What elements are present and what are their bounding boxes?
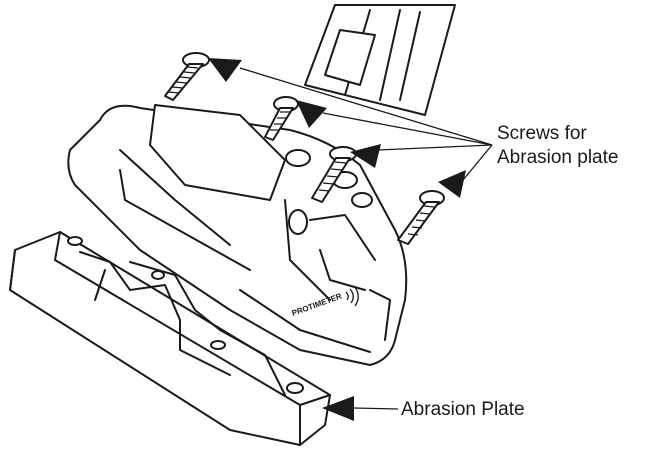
arrow-screw-4 [438, 170, 466, 198]
arrow-plate [322, 396, 354, 421]
arrow-screw-2 [296, 100, 327, 128]
screws-label-line-2: Abrasion plate [497, 147, 619, 168]
screw-4 [397, 190, 445, 245]
arrowheads [208, 58, 466, 421]
screws-label: Screws for Abrasion plate [497, 122, 618, 170]
abrasion-plate-label: Abrasion Plate [401, 399, 525, 420]
leader-lines [239, 67, 493, 410]
screw-3 [311, 146, 357, 203]
abrasion-plate [9, 231, 331, 446]
probe-handle [304, 4, 456, 116]
screw-2 [264, 96, 299, 141]
screws-label-line-1: Screws for [497, 123, 587, 144]
arrow-screw-3 [350, 144, 381, 168]
screw-1 [164, 52, 210, 101]
arrow-screw-1 [208, 58, 242, 82]
head-housing [67, 104, 408, 366]
